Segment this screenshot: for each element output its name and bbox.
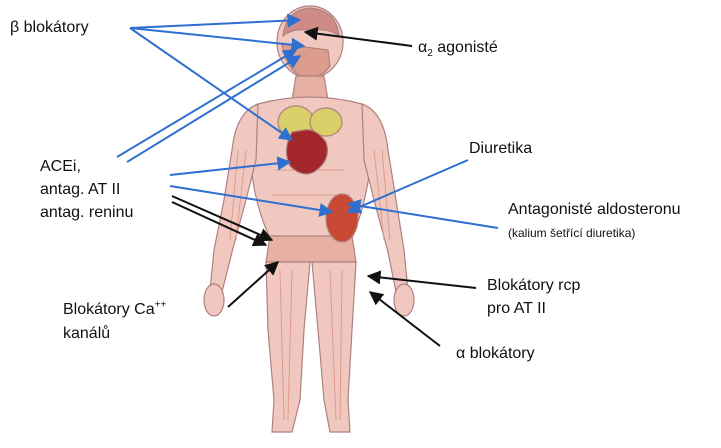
label-beta-blockers: β blokátory — [10, 18, 89, 37]
label-alpha2-agonists: α2 agonisté — [418, 38, 498, 57]
label-aldosterone-note: (kalium šetřící diuretika) — [508, 226, 635, 240]
right-leg-shape — [312, 262, 356, 432]
ca-prefix: Blokátory Ca — [63, 301, 155, 318]
arrow-beta-to-brain-1 — [130, 20, 300, 28]
label-ca-blockers: Blokátory Ca++ — [63, 300, 166, 319]
label-alpha-blockers: α blokátory — [456, 344, 535, 363]
left-hand-shape — [204, 284, 224, 316]
label-acei-line2: antag. AT II — [40, 180, 120, 199]
label-at2-line2: pro AT II — [487, 299, 546, 318]
label-acei-line3: antag. reninu — [40, 203, 133, 222]
label-diuretics: Diuretika — [469, 139, 532, 158]
anatomical-figure — [204, 6, 414, 432]
label-ca-line2: kanálů — [63, 324, 110, 343]
label-at2-line1: Blokátory rcp — [487, 276, 580, 295]
right-arm-shape — [362, 104, 408, 292]
arrow-aldosterone-to-kidney — [348, 204, 498, 228]
arrow-at2-to-leg — [368, 276, 476, 288]
label-aldosterone-antagonists: Antagonisté aldosteronu — [508, 200, 681, 219]
alpha2-suffix: agonisté — [433, 39, 498, 56]
arrow-beta-to-heart — [130, 28, 292, 140]
alpha2-prefix: α — [418, 39, 427, 56]
kidney-shape — [326, 194, 358, 242]
label-acei-line1: ACEi, — [40, 157, 81, 176]
face-shape — [282, 44, 330, 78]
ca-superscript: ++ — [155, 300, 167, 311]
right-hand-shape — [394, 284, 414, 316]
